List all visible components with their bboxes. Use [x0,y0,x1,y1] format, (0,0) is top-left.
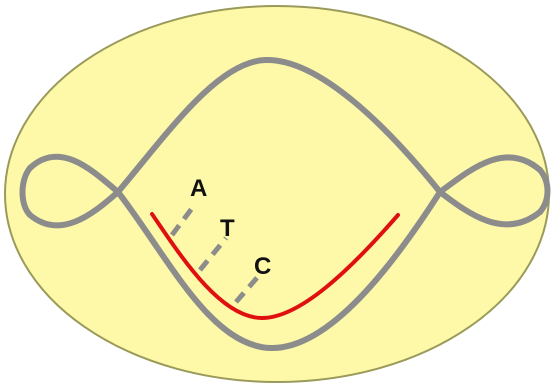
base-label-t: T [220,215,235,242]
base-label-a: A [190,175,207,202]
base-label-c: C [254,253,271,280]
